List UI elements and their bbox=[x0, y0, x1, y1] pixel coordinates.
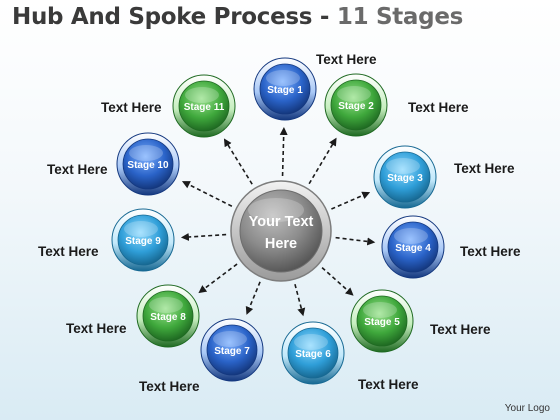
stage-label-11: Stage 11 bbox=[184, 102, 225, 113]
stage-caption-1: Text Here bbox=[316, 52, 377, 67]
stage-node-8: Stage 8 bbox=[136, 284, 200, 348]
stage-node-5: Stage 5 bbox=[350, 289, 414, 353]
spoke-arrow-6 bbox=[294, 283, 306, 317]
spoke-arrow-10 bbox=[181, 181, 233, 207]
stage-caption-10: Text Here bbox=[47, 162, 108, 177]
stage-caption-4: Text Here bbox=[460, 244, 521, 259]
hub-circle: Your Text Here bbox=[230, 180, 332, 282]
stage-label-6: Stage 6 bbox=[295, 349, 331, 360]
spoke-arrow-11 bbox=[223, 138, 253, 185]
stage-node-2: Stage 2 bbox=[324, 73, 388, 137]
spoke-arrows bbox=[180, 126, 376, 317]
stage-caption-3: Text Here bbox=[454, 161, 515, 176]
spoke-arrow-7 bbox=[245, 281, 261, 315]
stage-nodes: Stage 1 Stage 2 Stage 3 Stage 4 Stage 5 Stage… bbox=[111, 57, 445, 385]
stage-label-4: Stage 4 bbox=[395, 243, 431, 254]
stage-node-11: Stage 11 bbox=[172, 74, 236, 138]
page-title: Hub And Spoke Process - 11 Stages bbox=[12, 4, 463, 30]
title-separator: - bbox=[319, 4, 330, 30]
stage-node-10: Stage 10 bbox=[116, 132, 180, 196]
stage-node-9: Stage 9 bbox=[111, 208, 175, 272]
stage-caption-9: Text Here bbox=[38, 244, 99, 259]
stage-node-6: Stage 6 bbox=[281, 321, 345, 385]
stage-caption-5: Text Here bbox=[430, 322, 491, 337]
stage-node-4: Stage 4 bbox=[381, 215, 445, 279]
stage-label-7: Stage 7 bbox=[214, 346, 250, 357]
stage-caption-11: Text Here bbox=[101, 100, 162, 115]
spoke-arrow-5 bbox=[321, 266, 354, 296]
spoke-arrow-4 bbox=[335, 236, 376, 246]
logo-text: Your Logo bbox=[504, 403, 550, 414]
stage-label-8: Stage 8 bbox=[150, 312, 186, 323]
hub-text-line1: Your Text bbox=[249, 214, 314, 230]
stage-caption-7: Text Here bbox=[139, 379, 200, 394]
spoke-arrow-9 bbox=[180, 233, 227, 241]
stage-node-1: Stage 1 bbox=[253, 57, 317, 121]
hub-text-line2: Here bbox=[265, 236, 297, 252]
stage-caption-6: Text Here bbox=[358, 377, 419, 392]
stage-caption-2: Text Here bbox=[408, 100, 469, 115]
spoke-arrow-2 bbox=[308, 137, 337, 185]
spoke-arrow-8 bbox=[198, 263, 238, 294]
title-accent: 11 Stages bbox=[336, 4, 464, 30]
spoke-arrow-1 bbox=[279, 126, 288, 177]
stage-node-3: Stage 3 bbox=[373, 145, 437, 209]
stage-caption-8: Text Here bbox=[66, 321, 127, 336]
stage-label-3: Stage 3 bbox=[387, 173, 423, 184]
spoke-arrow-3 bbox=[331, 191, 371, 210]
stage-label-5: Stage 5 bbox=[364, 317, 400, 328]
title-main: Hub And Spoke Process bbox=[12, 4, 313, 30]
stage-node-7: Stage 7 bbox=[200, 318, 264, 382]
stage-label-2: Stage 2 bbox=[338, 101, 374, 112]
stage-label-1: Stage 1 bbox=[267, 85, 303, 96]
stage-label-9: Stage 9 bbox=[125, 236, 161, 247]
stage-label-10: Stage 10 bbox=[127, 160, 169, 171]
